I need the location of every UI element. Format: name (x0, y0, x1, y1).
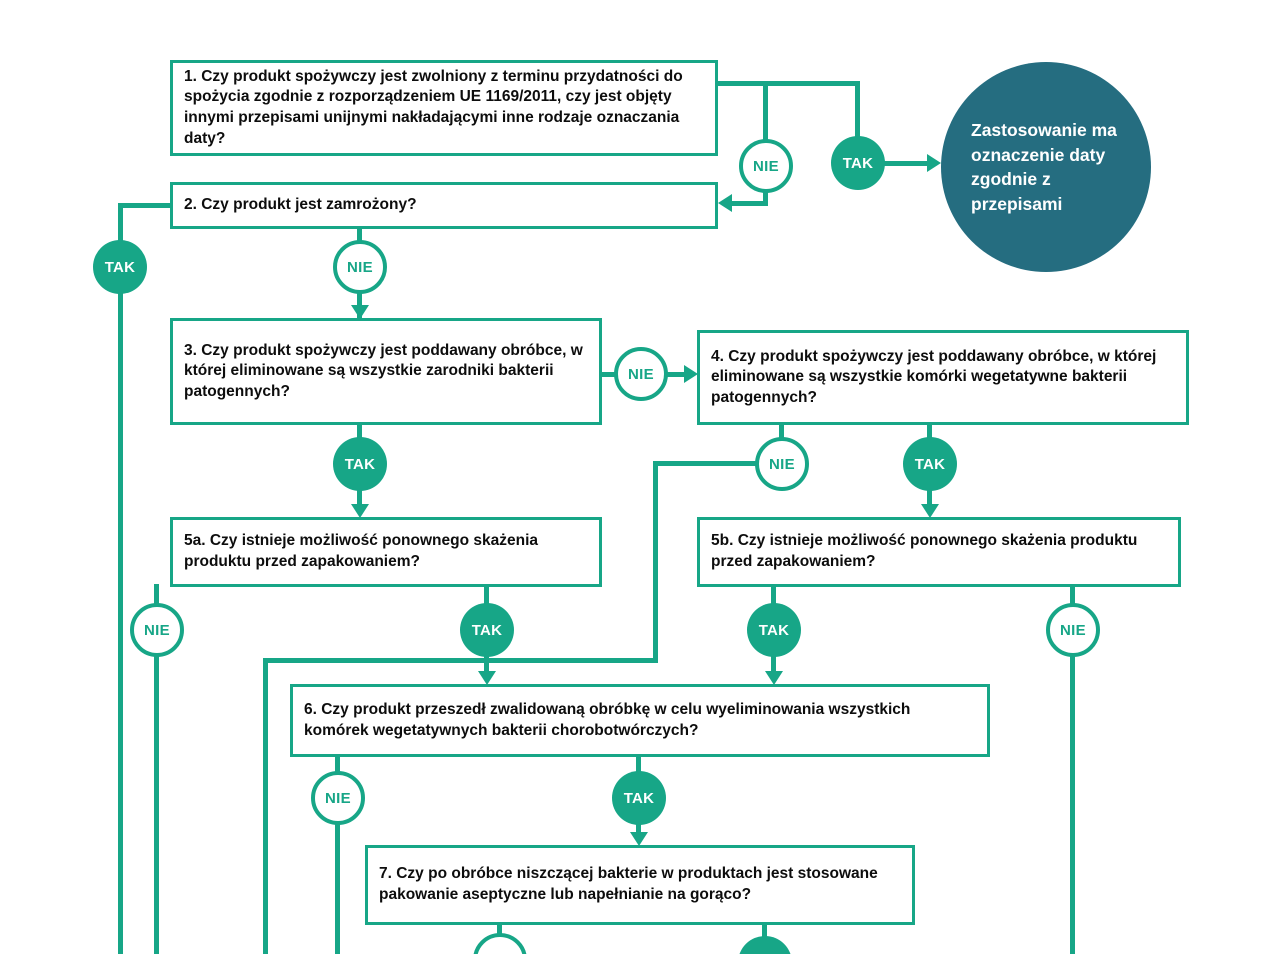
tak-label: TAK (914, 455, 946, 473)
connector (263, 658, 658, 663)
terminal-text: Zastosowanie ma oznaczenie daty zgodnie … (971, 120, 1117, 214)
decision-circle-tak-q2: TAK (93, 240, 147, 294)
tak-label: TAK (344, 455, 376, 473)
connector (729, 201, 768, 206)
decision-circle-nie-q4: NIE (755, 437, 809, 491)
decision-circle-nie-q2: NIE (333, 240, 387, 294)
connector (484, 655, 489, 675)
question-text-5b: 5b. Czy istnieje możliwość ponownego ska… (711, 532, 1138, 570)
connector (335, 755, 340, 773)
decision-circle-tak-q7: TAK (738, 936, 792, 954)
question-box-1: 1. Czy produkt spożywczy jest zwolniony … (170, 60, 718, 156)
nie-label: NIE (347, 258, 373, 276)
terminal-circle: Zastosowanie ma oznaczenie daty zgodnie … (941, 62, 1151, 272)
connector (1070, 584, 1075, 606)
question-text-4: 4. Czy produkt spożywczy jest poddawany … (711, 347, 1157, 406)
connector (762, 923, 767, 938)
question-box-7: 7. Czy po obróbce niszczącej bakterie w … (365, 845, 915, 925)
decision-circle-tak-q5b: TAK (747, 603, 801, 657)
connector (1070, 655, 1075, 954)
connector (771, 655, 776, 675)
connector (779, 424, 784, 438)
question-box-6: 6. Czy produkt przeszedł zwalidowaną obr… (290, 684, 990, 757)
question-text-6: 6. Czy produkt przeszedł zwalidowaną obr… (304, 700, 911, 739)
arrowhead-to-terminal (927, 154, 941, 172)
connector (357, 424, 362, 438)
connector (636, 823, 641, 835)
arrowhead-to-q6-right (765, 671, 783, 685)
arrowhead-to-q4 (684, 365, 698, 383)
arrowhead-to-q5b (921, 504, 939, 518)
decision-circle-nie-q6: NIE (311, 771, 365, 825)
arrowhead-to-q5a (351, 504, 369, 518)
connector (718, 81, 858, 86)
arrowhead-to-q2 (718, 194, 732, 212)
arrowhead-to-q3 (351, 305, 369, 319)
tak-label: TAK (471, 621, 503, 639)
connector (636, 755, 641, 773)
tak-label: TAK (758, 621, 790, 639)
connector (497, 923, 502, 935)
decision-circle-tak-q6: TAK (612, 771, 666, 825)
question-box-5a: 5a. Czy istnieje możliwość ponownego ska… (170, 517, 602, 587)
connector (154, 655, 159, 954)
nie-label: NIE (487, 952, 513, 954)
connector (263, 658, 268, 954)
question-box-5b: 5b. Czy istnieje możliwość ponownego ska… (697, 517, 1181, 587)
question-text-2: 2. Czy produkt jest zamrożony? (184, 196, 417, 214)
decision-circle-nie-q5a: NIE (130, 603, 184, 657)
tak-label: TAK (104, 258, 136, 276)
connector (484, 584, 489, 606)
question-text-7: 7. Czy po obróbce niszczącej bakterie w … (379, 865, 878, 903)
nie-label: NIE (144, 621, 170, 639)
decision-circle-nie-q5b: NIE (1046, 603, 1100, 657)
question-text-1: 1. Czy produkt spożywczy jest zwolniony … (184, 67, 683, 147)
nie-label: NIE (753, 157, 779, 175)
connector (118, 203, 123, 241)
connector (154, 584, 159, 606)
decision-circle-tak-q4: TAK (903, 437, 957, 491)
nie-label: NIE (769, 455, 795, 473)
connector (601, 372, 617, 377)
decision-circle-tak-q5a: TAK (460, 603, 514, 657)
connector (884, 161, 930, 166)
question-box-2: 2. Czy produkt jest zamrożony? (170, 182, 718, 229)
tak-label: TAK (623, 789, 655, 807)
decision-circle-nie-q7: NIE (473, 933, 527, 954)
connector (666, 372, 688, 377)
connector (118, 203, 173, 208)
arrowhead-to-q6-left (478, 671, 496, 685)
nie-label: NIE (1060, 621, 1086, 639)
question-box-3: 3. Czy produkt spożywczy jest poddawany … (170, 318, 602, 425)
connector (763, 81, 768, 141)
nie-label: NIE (325, 789, 351, 807)
connector (763, 191, 768, 206)
question-box-4: 4. Czy produkt spożywczy jest poddawany … (697, 330, 1189, 425)
connector (357, 490, 362, 508)
connector (927, 424, 932, 438)
decision-circle-nie-q1: NIE (739, 139, 793, 193)
connector (335, 823, 340, 954)
decision-circle-nie-q3: NIE (614, 347, 668, 401)
connector (927, 490, 932, 508)
connector (855, 81, 860, 138)
connector (771, 584, 776, 606)
arrowhead-to-q7 (630, 832, 648, 846)
decision-circle-tak-q1: TAK (831, 136, 885, 190)
decision-circle-tak-q3: TAK (333, 437, 387, 491)
question-text-5a: 5a. Czy istnieje możliwość ponownego ska… (184, 532, 539, 570)
connector (118, 293, 123, 954)
connector (357, 228, 362, 242)
question-text-3: 3. Czy produkt spożywczy jest poddawany … (184, 341, 583, 400)
nie-label: NIE (628, 365, 654, 383)
connector (653, 461, 757, 466)
connector (653, 461, 658, 663)
tak-label: TAK (842, 154, 874, 172)
